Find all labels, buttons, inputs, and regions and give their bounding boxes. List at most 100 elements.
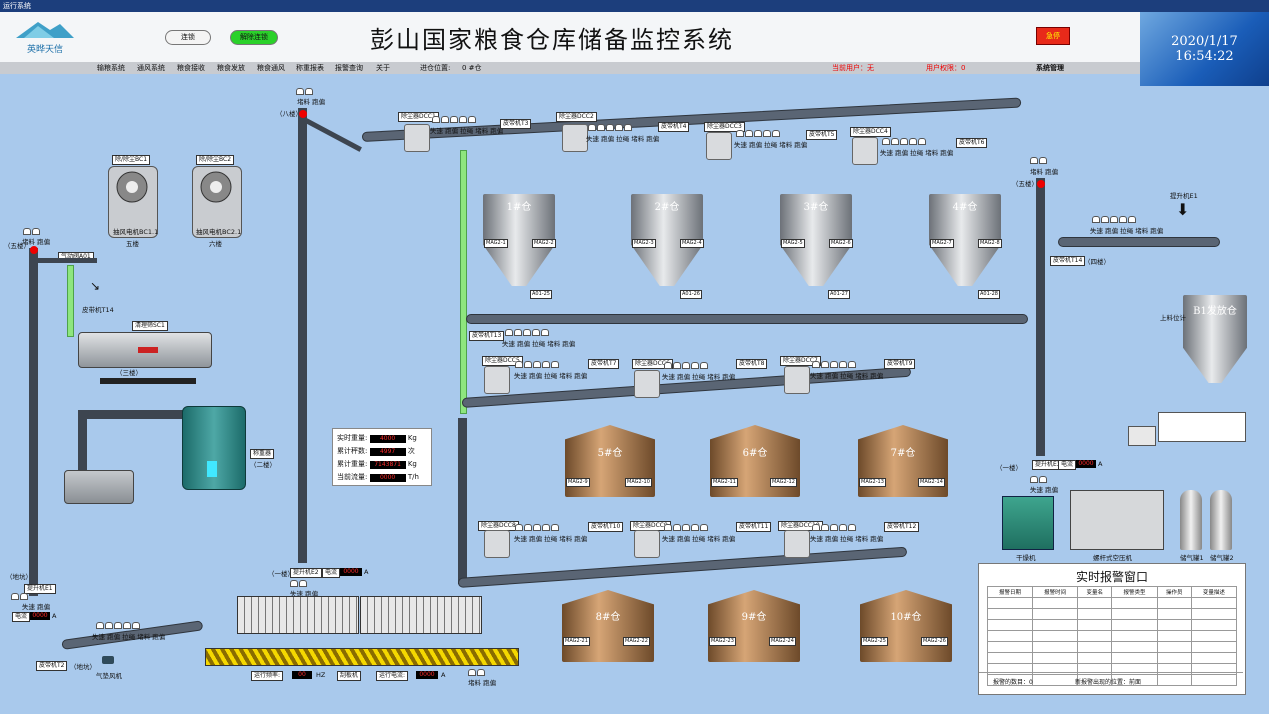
menu-item[interactable]: 粮食接收 [177,64,205,72]
fan-sublabel: 六楼 [209,240,222,248]
floor-label: （八楼） [276,110,302,118]
interlock-button[interactable]: 连锁 [165,30,211,45]
sensor-label: 失速 跑偏 拉绳 堵料 跑偏 [810,535,884,543]
belt-t10-t12[interactable] [457,546,908,588]
current-unit: A [364,568,369,576]
elevator-label: 提升机E2 [290,568,322,578]
air-tank-1[interactable] [1180,490,1202,550]
dust-fan-1[interactable] [108,166,158,238]
menu-item[interactable]: 关于 [376,64,390,72]
floor-label: （五楼） [4,242,30,250]
equipment-label: 储气罐2 [1210,554,1234,562]
column-header[interactable]: 报警类型 [1111,586,1158,598]
floor-label: （地坑） [6,573,32,581]
menu-item[interactable]: 粮食通风 [257,64,285,72]
silo-8[interactable] [562,590,654,662]
silo-label: 1#仓 [506,202,532,213]
dust-collector-label: 除尘器DCC6 [632,359,673,369]
silo-label: 10#仓 [890,612,922,623]
down-arrow-icon: ⬇ [1176,200,1190,219]
dust-collector-10[interactable] [784,530,810,558]
dust-collector-7[interactable] [784,366,810,394]
mag-label: MAG2-8 [978,239,1002,248]
dust-collector-3[interactable] [706,132,732,160]
silo-10[interactable] [860,590,952,662]
fan-label: 除/除尘BC2 [196,155,235,165]
fan-icon [200,171,232,203]
release-interlock-button[interactable]: 解除连锁 [230,30,278,45]
elevator-head-indicator [30,246,38,254]
table-row[interactable] [986,652,1238,664]
emergency-stop-button[interactable]: 急停 [1036,27,1070,45]
tank-level [207,461,217,477]
current-unit: A [52,612,57,620]
floor-label: （一楼） [268,570,294,578]
silo-9[interactable] [708,590,800,662]
air-compressor[interactable] [1070,490,1164,550]
mag-label: MAG2-1 [484,239,508,248]
stat-label: 当前流量: [337,473,368,481]
motor-label: 气垫风机 [96,672,122,680]
stat-unit: Kg [407,434,417,442]
table-row[interactable] [986,674,1238,686]
dust-fan-2[interactable] [192,166,242,238]
table-row[interactable] [986,641,1238,653]
motor-label: 抽风电机BC2.1 [196,228,242,236]
stat-label: 实时重量: [337,434,368,442]
silo-label: 8#仓 [595,612,621,623]
belt-t14[interactable] [1058,237,1220,247]
belt-label: 皮带机T14 [1050,256,1086,266]
scraper-conveyor[interactable] [205,648,519,666]
belt-label: 皮带机T12 [884,522,920,532]
belt-t13[interactable] [466,314,1028,324]
dust-collector-4[interactable] [852,137,878,165]
sensor-label: 失速 跑偏 [22,603,51,611]
dust-collector-label: 除尘器DCC5 [482,356,523,366]
menu-bar: 输粮系统 通风系统 粮食接收 粮食发放 粮食通风 称重报表 报警查询 关于 进仓… [0,62,1140,74]
belt-label: 皮带机T4 [658,122,690,132]
column-header[interactable]: 变量描述 [1190,586,1238,598]
sensor-label: 失速 跑偏 [290,590,319,598]
table-row[interactable] [986,608,1238,620]
run-current-unit: A [441,671,446,679]
air-tank-2[interactable] [1210,490,1232,550]
belt-label: 皮带机T9 [884,359,916,369]
dust-collector-9[interactable] [634,530,660,558]
alarm-window[interactable]: 实时报警窗口 报警日期 报警时间 变量名 报警类型 操作员 变量描述 报警的数目… [978,563,1246,695]
logo-text: 英晔天信 [26,45,63,55]
system-manage-link[interactable]: 系统管理 [1036,64,1064,72]
mag-label: MAG2-4 [680,239,704,248]
table-row[interactable] [986,630,1238,642]
mag-label: MAG2-23 [709,637,736,646]
stat-unit: 次 [407,447,415,455]
belt-label: 皮带机T13 [469,331,505,341]
column-header[interactable]: 操作员 [1156,586,1192,598]
dryer-machine[interactable] [1002,496,1054,550]
silo-label: 3#仓 [803,202,829,213]
menu-item[interactable]: 称重报表 [296,64,324,72]
dust-collector-6[interactable] [634,370,660,398]
menu-item[interactable]: 报警查询 [335,64,363,72]
alarm-table[interactable]: 报警日期 报警时间 变量名 报警类型 操作员 变量描述 [986,586,1238,686]
dust-collector-label: 除尘器DCC3 [704,122,745,132]
dust-collector-1[interactable] [404,124,430,152]
dust-collector-2[interactable] [562,124,588,152]
column-header[interactable]: 报警日期 [986,586,1034,598]
truck-icon [1128,412,1246,446]
table-row[interactable] [986,619,1238,631]
freq-unit: HZ [316,671,326,679]
floor-label: （一楼） [996,464,1022,472]
floor-label: （五楼） [1012,180,1038,188]
position-label: 进仓位置: [420,64,451,72]
menu-item[interactable]: 输粮系统 [97,64,125,72]
sensor-label: 失速 跑偏 拉绳 堵料 跑偏 [880,149,954,157]
dust-collector-label: 除尘器DCC2 [556,112,597,122]
dust-collector-8[interactable] [484,530,510,558]
weighing-tank[interactable] [182,406,246,490]
menu-item[interactable]: 通风系统 [137,64,165,72]
table-row[interactable] [986,597,1238,609]
menu-item[interactable]: 粮食发放 [217,64,245,72]
column-header[interactable]: 报警时间 [1032,586,1079,598]
dust-collector-5[interactable] [484,366,510,394]
column-header[interactable]: 变量名 [1077,586,1113,598]
